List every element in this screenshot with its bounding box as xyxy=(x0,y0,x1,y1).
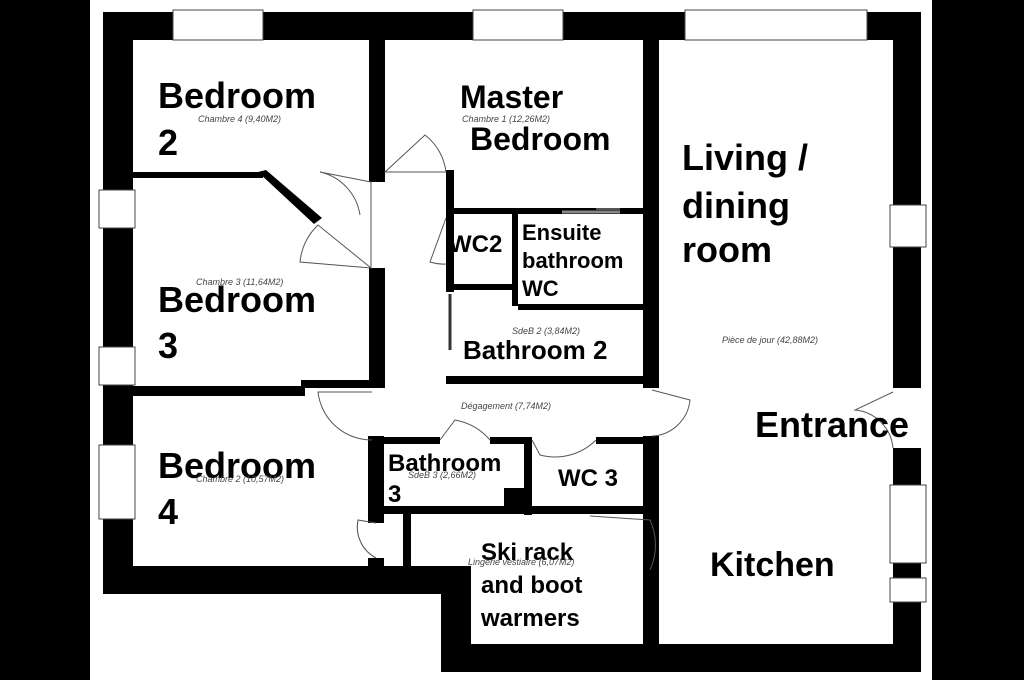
svg-text:3: 3 xyxy=(158,325,178,366)
kitchen-label: Kitchen xyxy=(710,546,835,584)
windows xyxy=(98,9,927,603)
svg-text:Ski rack: Ski rack xyxy=(481,539,574,566)
svg-text:WC: WC xyxy=(522,276,559,301)
svg-text:Bedroom: Bedroom xyxy=(470,121,610,157)
lingerie-caption: Lingerie vestiaire (6,07M2) xyxy=(468,557,575,567)
bedroom-4-label: Bedroom 4 xyxy=(158,445,316,532)
svg-text:Master: Master xyxy=(460,79,563,115)
svg-text:and boot: and boot xyxy=(481,572,582,599)
entrance-label: Entrance xyxy=(755,404,909,445)
bathroom-2-label: Bathroom 2 xyxy=(463,335,607,365)
wc3-label: WC 3 xyxy=(558,465,618,492)
master-bedroom-label: Master Bedroom xyxy=(460,79,610,157)
svg-text:2: 2 xyxy=(158,122,178,163)
svg-text:3: 3 xyxy=(388,481,401,508)
sdeb-2-caption: SdeB 2 (3,84M2) xyxy=(512,326,580,336)
chambre-1-caption: Chambre 1 (12,26M2) xyxy=(462,114,550,124)
ensuite-label: Ensuite bathroom WC xyxy=(522,220,623,301)
svg-text:warmers: warmers xyxy=(480,605,580,632)
bedroom-3-label: Bedroom 3 xyxy=(158,279,316,366)
chambre-2-caption: Chambre 2 (10,57M2) xyxy=(196,474,284,484)
bathroom-3-label: Bathroom 3 xyxy=(388,450,501,508)
svg-text:Bathroom: Bathroom xyxy=(388,450,501,477)
living-dining-label: Living / dining room xyxy=(682,137,808,270)
svg-text:4: 4 xyxy=(158,491,178,532)
wc2-label: WC2 xyxy=(449,231,502,258)
doors xyxy=(299,134,894,571)
chambre-3-caption: Chambre 3 (11,64M2) xyxy=(196,277,283,287)
svg-text:Ensuite: Ensuite xyxy=(522,220,601,245)
svg-text:Bedroom: Bedroom xyxy=(158,279,316,320)
piece-de-jour-caption: Pièce de jour (42,88M2) xyxy=(722,335,818,345)
svg-text:Living /: Living / xyxy=(682,137,808,178)
svg-text:room: room xyxy=(682,229,772,270)
ski-rack-label: Ski rack and boot warmers xyxy=(480,539,582,632)
svg-text:bathroom: bathroom xyxy=(522,248,623,273)
degagement-caption: Dégagement (7,74M2) xyxy=(461,401,551,411)
bedroom-2-label: Bedroom 2 xyxy=(158,75,316,163)
chambre-4-caption: Chambre 4 (9,40M2) xyxy=(198,114,281,124)
interior-walls xyxy=(131,36,659,648)
svg-text:Bedroom: Bedroom xyxy=(158,445,316,486)
sdeb-3-caption: SdeB 3 (2,66M2) xyxy=(408,470,476,480)
svg-text:dining: dining xyxy=(682,185,790,226)
svg-text:Bedroom: Bedroom xyxy=(158,75,316,116)
